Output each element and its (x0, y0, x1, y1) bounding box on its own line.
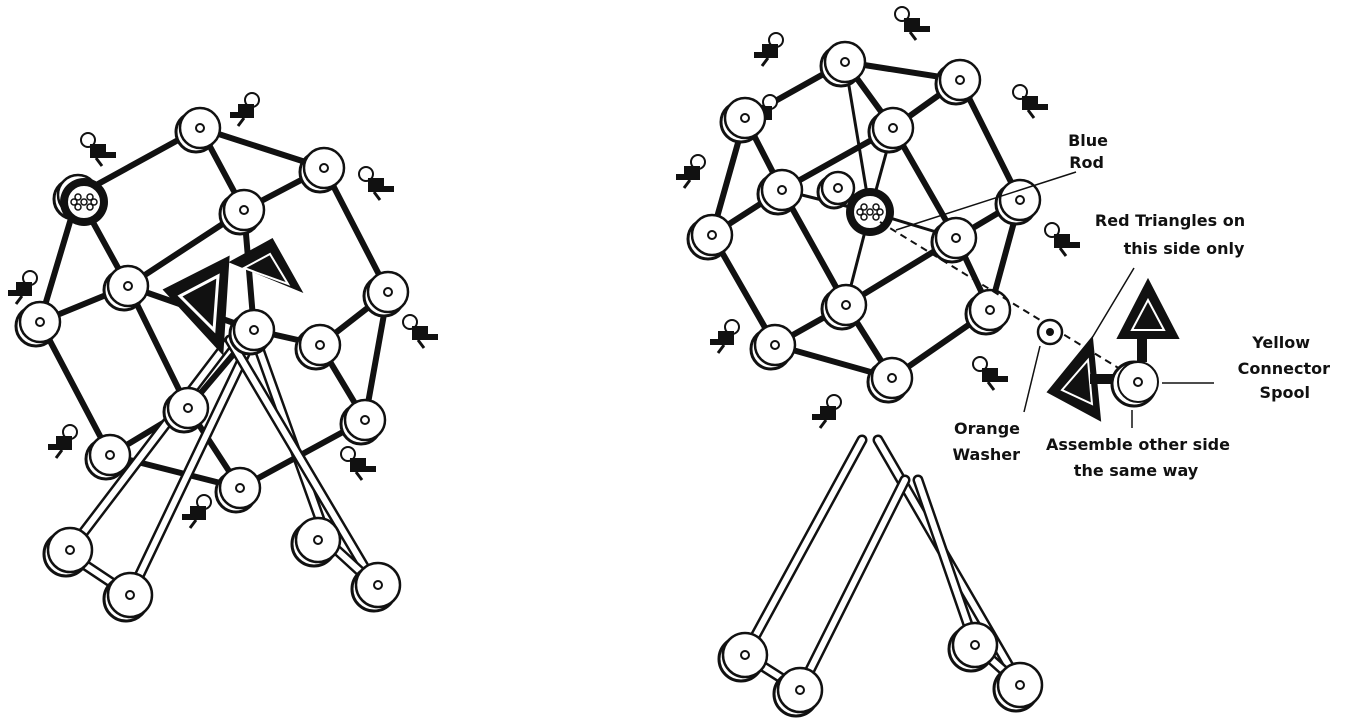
car-clip (402, 314, 438, 349)
label-yellow-3: Spool (1260, 383, 1310, 402)
spool (819, 40, 867, 88)
spool (717, 631, 769, 683)
leader-lines (895, 171, 1214, 428)
assembled-ferris-wheel (8, 92, 438, 623)
car-clip (358, 166, 394, 201)
spool (174, 106, 222, 154)
triangle-clip-top (1137, 338, 1147, 362)
label-blue-rod-1: Blue (1068, 131, 1108, 150)
spool (934, 58, 982, 106)
car-clip (894, 6, 930, 41)
spool (816, 170, 856, 210)
spool (719, 96, 767, 144)
spool (102, 571, 154, 623)
car-clip (676, 154, 706, 189)
spool (686, 213, 734, 261)
car-clip (8, 270, 38, 305)
spool (350, 561, 402, 613)
left-clips (8, 92, 438, 529)
spool (930, 216, 978, 264)
label-orange-2: Washer (952, 445, 1020, 464)
rod (37, 319, 113, 458)
spool (294, 323, 342, 371)
car-clip (48, 424, 78, 459)
label-yellow-2: Connector (1238, 359, 1330, 378)
car-clip (754, 32, 784, 67)
car-clip (80, 132, 116, 167)
spool (42, 526, 94, 578)
car-clip (182, 494, 212, 529)
spool (994, 178, 1042, 226)
spool (947, 621, 999, 673)
car-clip (340, 446, 376, 481)
car-clip (972, 356, 1008, 391)
label-assemble-2: the same way (1074, 461, 1199, 480)
spool (298, 146, 346, 194)
triangle-clip-left (1090, 374, 1114, 384)
spool (290, 516, 342, 568)
hub-spool (846, 188, 894, 236)
car-clip (710, 319, 740, 354)
label-red-triangles-2: this side only (1124, 239, 1245, 258)
label-red-triangles-1: Red Triangles on (1095, 211, 1245, 230)
spool (964, 288, 1012, 336)
blue-rod-axle (879, 221, 1139, 381)
orange-washer (1036, 318, 1064, 346)
car-clip (1044, 222, 1080, 257)
spool (339, 398, 387, 446)
spool (992, 661, 1044, 713)
rod (125, 283, 191, 411)
spool (102, 264, 150, 312)
left-spools (14, 106, 410, 623)
exploded-assembly-view: Blue Rod Red Triangles on this side only… (676, 6, 1330, 718)
label-orange-1: Orange (954, 419, 1020, 438)
spool (820, 283, 868, 331)
yellow-connector-spool (1110, 360, 1159, 408)
rod (321, 165, 391, 295)
hub-spool (60, 178, 108, 226)
spool (362, 270, 410, 318)
car-clip (812, 394, 842, 429)
spool (866, 356, 914, 404)
spool (749, 323, 797, 371)
spool (84, 433, 132, 481)
spool (772, 666, 824, 718)
label-blue-rod-2: Rod (1069, 153, 1104, 172)
spool (162, 386, 210, 434)
red-triangle-top (1116, 277, 1180, 339)
right-spools (686, 40, 1044, 718)
spool (228, 308, 276, 356)
spool (867, 106, 915, 154)
spool (756, 168, 804, 216)
spool (214, 466, 262, 514)
label-assemble-1: Assemble other side (1046, 435, 1230, 454)
spool (14, 300, 62, 348)
left-red-triangle (162, 237, 304, 356)
spool (218, 188, 266, 236)
label-yellow-1: Yellow (1251, 333, 1310, 352)
car-clip (1012, 84, 1048, 119)
rod (843, 60, 872, 214)
car-clip (230, 92, 260, 127)
